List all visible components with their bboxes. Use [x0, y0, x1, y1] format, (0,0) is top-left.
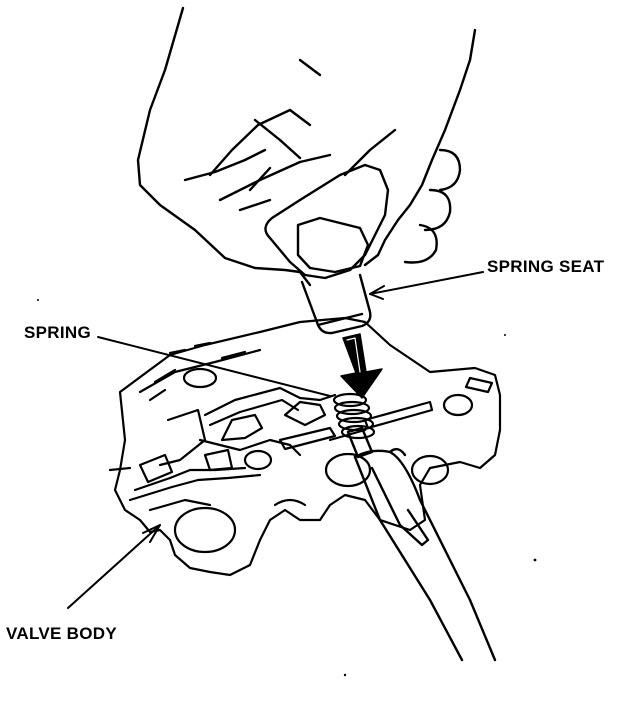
- spring-leader: [97, 336, 331, 397]
- spring-seat-label: SPRING SEAT: [487, 257, 605, 276]
- spring-seat-icon: [300, 273, 372, 335]
- valve-body-leader: [67, 524, 161, 609]
- spring-label: SPRING: [24, 323, 91, 342]
- spring-icon: [332, 392, 376, 440]
- spring-seat-leader: [369, 271, 484, 295]
- screwdriver-icon: [346, 426, 497, 662]
- speckles: [37, 299, 537, 677]
- hand-pressing-icon: [136, 6, 477, 287]
- valve-body-icon: [108, 316, 502, 577]
- leader-lines: [67, 271, 484, 609]
- valve-body-label: VALVE BODY: [6, 624, 117, 643]
- down-arrow-icon: [340, 333, 383, 399]
